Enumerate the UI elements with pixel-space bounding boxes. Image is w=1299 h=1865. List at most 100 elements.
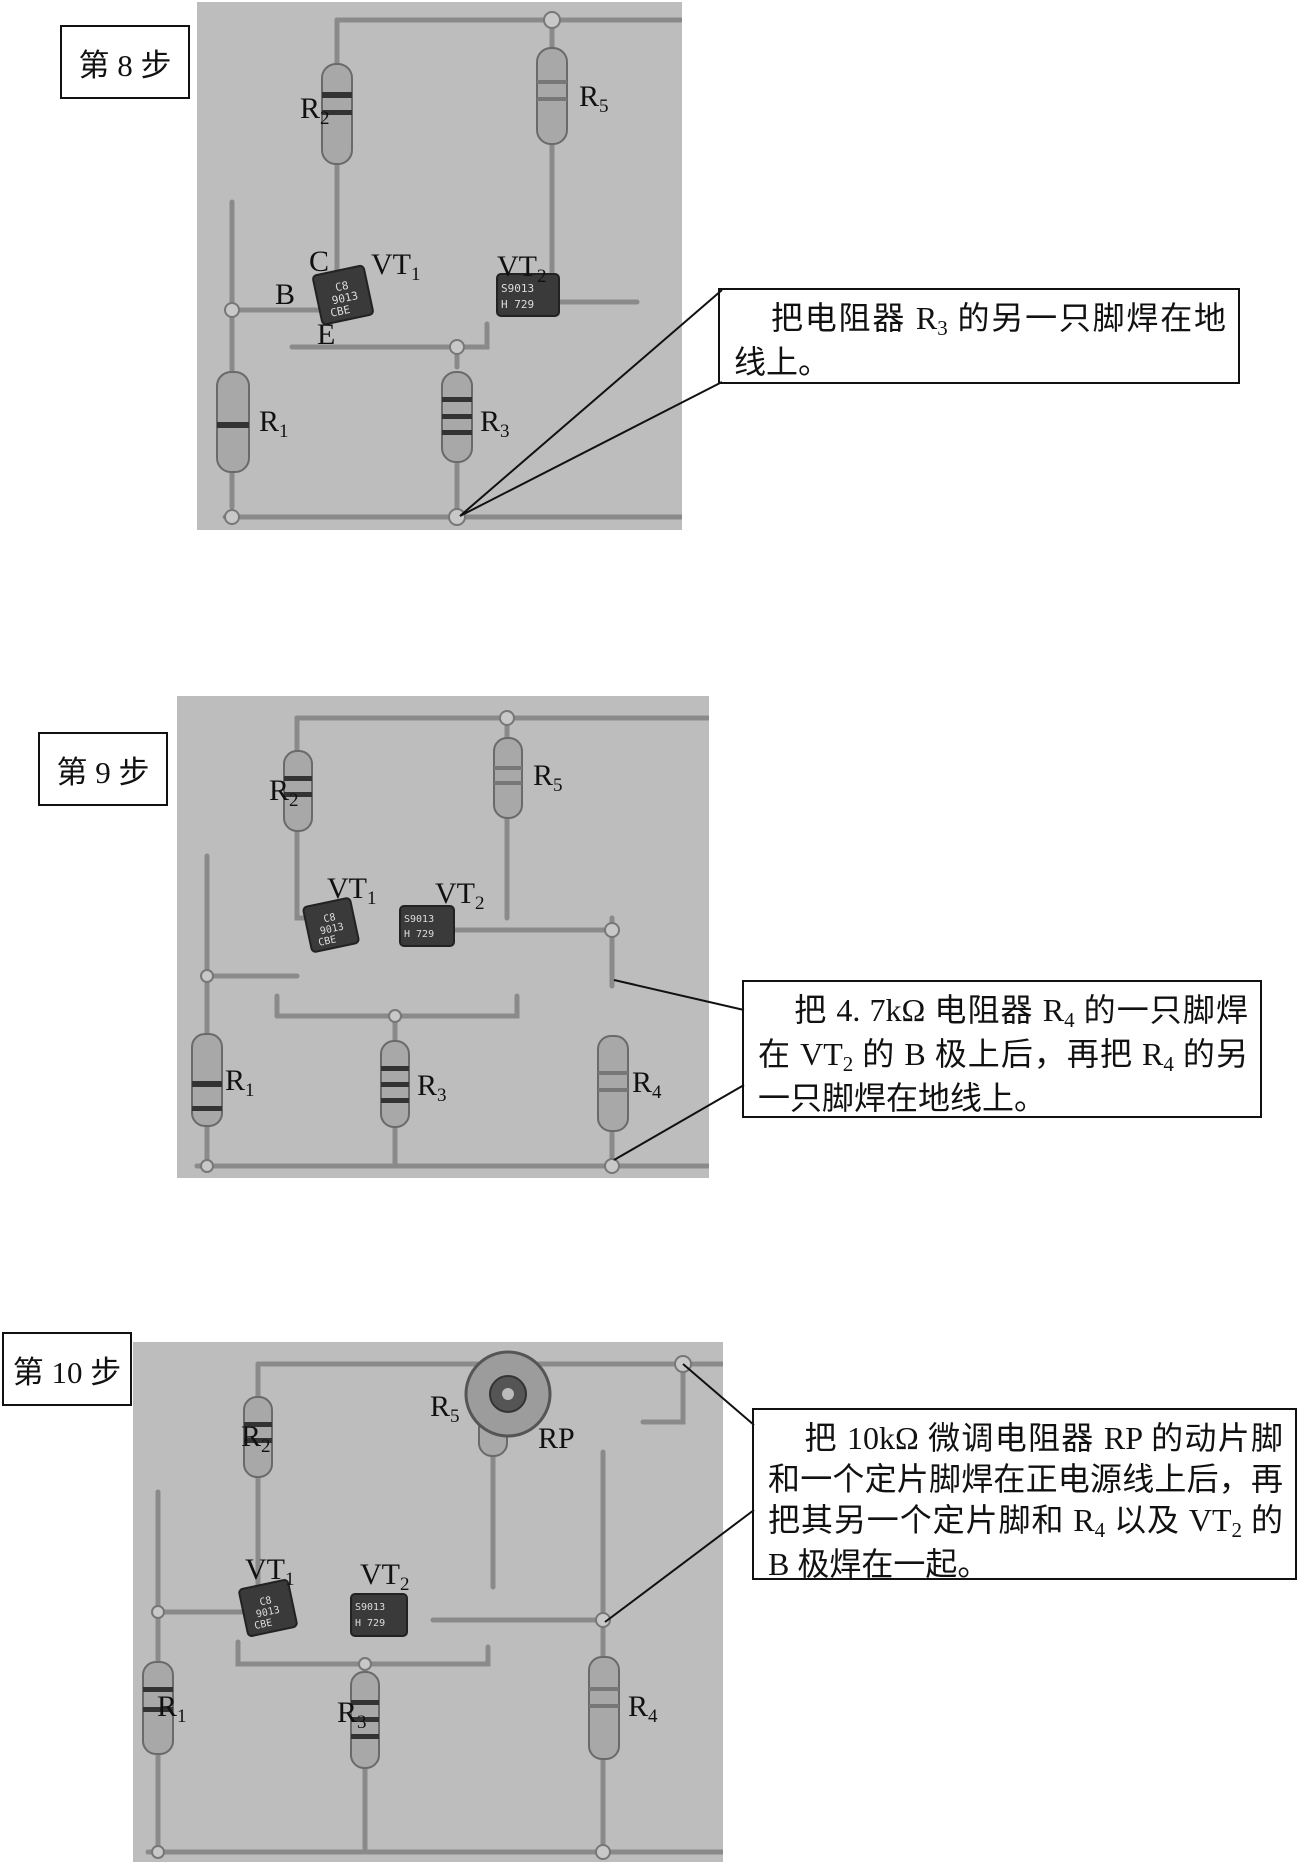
label-r2: R2	[241, 1420, 271, 1457]
circuit-drawing: C8 9013 CBE S9013 H 729	[191, 710, 709, 1174]
label-e: E	[317, 318, 336, 351]
label-r3: R3	[480, 405, 510, 442]
band	[143, 1687, 173, 1692]
label-r2: R2	[269, 774, 299, 811]
circuit-drawing: C8 9013 CBE S9013 H 729	[216, 11, 682, 526]
resistor-r5-body	[536, 47, 568, 145]
chip-text: C8	[334, 279, 350, 294]
step-8-photo: C8 9013 CBE S9013 H 729 R2 R5 C VT1 VT2 …	[197, 2, 682, 530]
chip-text: H 729	[404, 929, 434, 940]
label-r4: R4	[632, 1066, 662, 1103]
wire	[640, 1361, 686, 1425]
chip-text: H 729	[501, 298, 534, 311]
transistor-vt1-body	[238, 1579, 298, 1637]
band	[143, 1707, 173, 1712]
step-8: C8 9013 CBE S9013 H 729 R2 R5 C VT1 VT2 …	[0, 0, 1299, 560]
step-9-photo: C8 9013 CBE S9013 H 729 R2 R5 VT1 VT2 R1…	[177, 696, 709, 1178]
step-label: 第 9 步	[38, 732, 168, 806]
label-r3: R3	[337, 1696, 367, 1733]
transistor-vt2-body	[350, 1593, 408, 1637]
band	[442, 430, 472, 435]
label-r1: R1	[259, 405, 289, 442]
transistor-vt2-body	[399, 905, 455, 947]
solder-joint	[151, 1845, 165, 1859]
solder-joint	[448, 508, 466, 526]
band	[244, 1438, 272, 1443]
band	[494, 781, 522, 785]
resistor-r5-body	[493, 737, 523, 819]
chip-text: 9013	[255, 1605, 281, 1621]
instruction-callout: 把 10kΩ 微调电阻器 RP 的动片脚和一个定片脚焊在正电源线上后，再把其另一…	[752, 1408, 1297, 1582]
label-r4: R4	[628, 1690, 658, 1727]
band	[284, 792, 312, 797]
transistor-vt1-body	[312, 264, 374, 326]
chip-text: CBE	[329, 303, 351, 320]
band	[598, 1088, 628, 1092]
band	[284, 776, 312, 781]
band	[381, 1082, 409, 1087]
band	[442, 414, 472, 419]
label-vt1: VT1	[327, 872, 377, 909]
circuit-drawing: C8 9013 CBE S9013 H 729	[142, 1350, 723, 1860]
chip-text: C8	[259, 1595, 273, 1608]
label-c: C	[309, 245, 330, 278]
resistor-r4-body	[597, 1035, 629, 1132]
chip-text: CBE	[317, 934, 337, 949]
solder-joint	[595, 1612, 611, 1628]
label-b: B	[275, 278, 296, 311]
band	[244, 1422, 272, 1427]
label-vt2: VT2	[435, 877, 485, 914]
label-rp: RP	[538, 1422, 575, 1455]
label-r1: R1	[157, 1690, 187, 1727]
label-vt2: VT2	[497, 250, 547, 287]
solder-joint	[224, 302, 240, 318]
step-label: 第 10 步	[2, 1332, 132, 1406]
band	[537, 80, 567, 84]
band	[494, 766, 522, 770]
solder-joint	[200, 969, 214, 983]
label-r2: R2	[300, 92, 330, 129]
wire	[294, 823, 310, 921]
wire	[274, 993, 520, 1019]
band	[351, 1734, 379, 1739]
wire	[549, 139, 640, 305]
step-10: C8 9013 CBE S9013 H 729 R2 R5 RP VT1 VT2…	[0, 1330, 1299, 1865]
solder-joint	[151, 1605, 165, 1619]
step-10-photo: C8 9013 CBE S9013 H 729 R2 R5 RP VT1 VT2…	[133, 1342, 723, 1862]
resistor-r1-body	[191, 1033, 223, 1127]
solder-joint	[224, 509, 240, 525]
solder-joint	[358, 1657, 372, 1671]
band	[322, 110, 352, 115]
band	[589, 1704, 619, 1708]
band	[381, 1066, 409, 1071]
solder-joint	[674, 1355, 692, 1373]
chip-text: C8	[323, 912, 337, 925]
band	[217, 422, 249, 428]
label-r5: R5	[430, 1390, 460, 1427]
solder-joint	[604, 1158, 620, 1174]
chip-text: S9013	[355, 1602, 385, 1613]
solder-joint	[499, 710, 515, 726]
label-r5: R5	[533, 759, 563, 796]
band	[589, 1687, 619, 1691]
solder-joint	[543, 11, 561, 29]
solder-joint	[388, 1009, 402, 1023]
band	[381, 1098, 409, 1103]
transistor-vt1-body	[302, 897, 360, 953]
label-r5: R5	[579, 80, 609, 117]
band	[192, 1106, 222, 1111]
chip-text: H 729	[355, 1618, 385, 1629]
solder-joint	[604, 922, 620, 938]
solder-joint	[200, 1159, 214, 1173]
label-vt2: VT2	[360, 1558, 410, 1595]
solder-joint	[595, 1844, 611, 1860]
label-vt1: VT1	[371, 248, 421, 285]
chip-text: 9013	[319, 922, 345, 938]
band	[351, 1700, 379, 1705]
chip-text: 9013	[331, 289, 360, 307]
chip-text: S9013	[404, 914, 434, 925]
step-9: C8 9013 CBE S9013 H 729 R2 R5 VT1 VT2 R1…	[0, 690, 1299, 1190]
label-vt1: VT1	[245, 1553, 295, 1590]
instruction-callout: 把 4. 7kΩ 电阻器 R4 的一只脚焊在 VT2 的 B 极上后，再把 R4…	[742, 980, 1262, 1118]
band	[322, 92, 352, 98]
